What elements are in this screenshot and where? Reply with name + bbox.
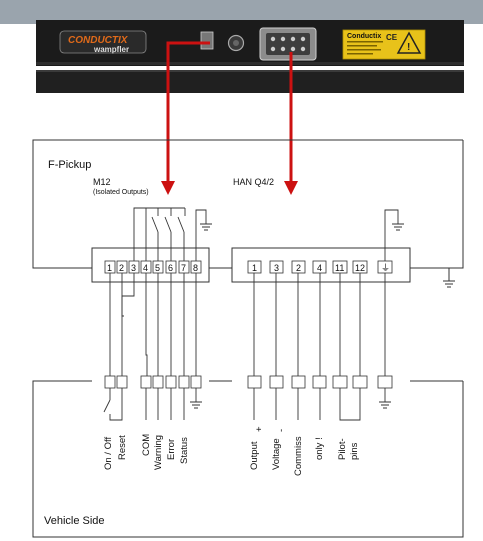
pickup-box: F-Pickup [32, 139, 464, 269]
m12-arrowhead [161, 181, 175, 195]
ground-icon [200, 223, 212, 231]
m12-pin-6: 6 [168, 263, 173, 273]
han-terminal-block: 1 3 2 4 11 12 ⏚ [231, 247, 411, 283]
vehicle-title: Vehicle Side [44, 515, 105, 527]
han-pin-1: 1 [252, 263, 257, 273]
m12-title: M12 [93, 177, 111, 187]
signal-output-plus: + [254, 426, 265, 432]
vehicle-box: Vehicle Side [32, 380, 464, 538]
signal-error: Error [166, 439, 177, 460]
warning-symbol: ! [407, 42, 410, 53]
m12-arrow [166, 41, 210, 183]
vehicle-terminals [104, 375, 393, 389]
ground-icon [379, 401, 391, 409]
han-pin-earth: ⏚ [381, 263, 390, 273]
m12-connector-photo [200, 31, 214, 50]
han-arrowhead [284, 181, 298, 195]
signal-only: only ! [314, 437, 325, 460]
logo-text: CONDUCTIX [68, 35, 129, 46]
signal-voltage-minus: - [276, 429, 287, 432]
han-pin-11: 11 [335, 263, 344, 273]
signal-pins: pins [349, 442, 360, 460]
han-connector-photo [259, 27, 317, 61]
signal-com: COM [141, 434, 152, 456]
pickup-internal-wiring [133, 207, 399, 261]
m12-pin-1: 1 [107, 263, 112, 273]
m12-pin-5: 5 [155, 263, 160, 273]
m12-pin-2: 2 [119, 263, 124, 273]
conductix-logo: CONDUCTIX wampfler [59, 30, 147, 54]
label-brand-text: Conductix [347, 33, 381, 40]
signal-output: Output [249, 441, 260, 470]
signal-onoff: On / Off [103, 437, 114, 470]
han-pin-3: 3 [274, 263, 279, 273]
han-title: HAN Q4/2 [233, 177, 274, 187]
warning-triangle-icon [396, 31, 422, 54]
han-pin-12: 12 [355, 263, 365, 273]
m12-subtitle: (Isolated Outputs) [93, 189, 149, 196]
pointer-arrows [161, 41, 298, 195]
signal-voltage: Voltage [271, 438, 282, 470]
han-pin-4: 4 [317, 263, 322, 273]
signal-reset: Reset [117, 435, 128, 460]
warning-label: Conductix CE ! [342, 29, 426, 60]
m12-pin-8: 8 [193, 263, 198, 273]
logo-subtext: wampfler [93, 45, 129, 54]
ground-icon [392, 223, 404, 231]
signal-labels: On / Off Reset COM Warning Error Status … [103, 426, 360, 476]
pickup-title: F-Pickup [48, 159, 91, 171]
ground-icon [190, 401, 202, 409]
ground-icon [443, 268, 455, 288]
device-seam [36, 62, 464, 65]
han-pin-2: 2 [296, 263, 301, 273]
signal-pilot: Pilot- [337, 438, 348, 460]
signal-status: Status [179, 437, 190, 464]
m12-pin-7: 7 [181, 263, 186, 273]
cable-wiring [109, 273, 386, 376]
device-photo: CONDUCTIX wampfler Conductix [0, 0, 483, 93]
vehicle-leads [103, 388, 386, 421]
m12-pin-4: 4 [143, 263, 148, 273]
signal-warning: Warning [153, 435, 164, 470]
device-base [36, 70, 464, 93]
m12-pin-3: 3 [131, 263, 136, 273]
ce-mark: CE [386, 33, 398, 42]
signal-commiss: Commiss [293, 436, 304, 476]
